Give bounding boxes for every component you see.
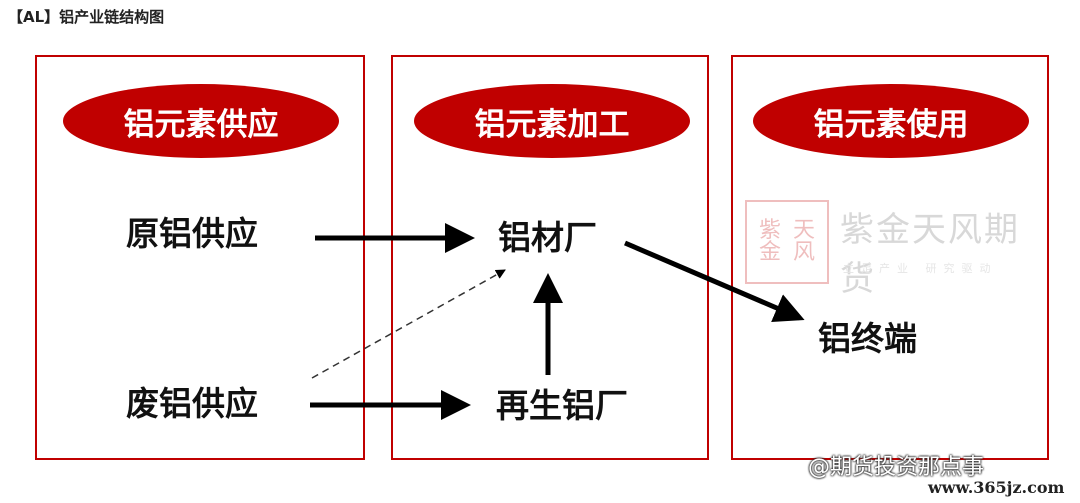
arrow-plant-to-terminal: [624, 240, 805, 322]
processing-header: 铝元素加工: [414, 84, 690, 158]
source-credit: @期货投资那点事: [808, 455, 985, 480]
watermark-slogan: 立足产业 研究驱动: [843, 262, 998, 275]
watermark-name: 紫金天风期货: [840, 210, 1020, 299]
node-recycled-plant: 再生铝厂: [496, 386, 628, 425]
usage-column: 铝元素使用: [731, 55, 1049, 460]
node-scrap-supply: 废铝供应: [126, 384, 258, 423]
watermark-seal: 紫天 金风: [745, 200, 829, 284]
node-terminal: 铝终端: [818, 319, 917, 358]
site-url: www.365jz.com: [928, 478, 1065, 497]
supply-header: 铝元素供应: [63, 84, 339, 158]
node-primary-supply: 原铝供应: [126, 214, 258, 253]
supply-column: 铝元素供应: [35, 55, 365, 460]
usage-header: 铝元素使用: [753, 84, 1029, 158]
processing-column: 铝元素加工: [391, 55, 709, 460]
arrow-scrap-to-plant-dashed: [311, 269, 506, 379]
watermark-logo: 紫天 金风 紫金天风期货 立足产业 研究驱动: [745, 200, 1045, 299]
page-title: 【AL】铝产业链结构图: [8, 8, 165, 26]
node-aluminum-plant: 铝材厂: [498, 218, 597, 257]
